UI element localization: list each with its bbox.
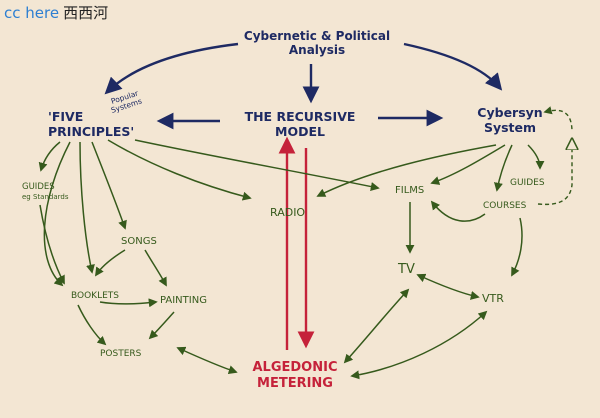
arrow-cybersyn-to-radio — [316, 144, 497, 197]
arrow-principles-to-booklets-2 — [79, 141, 95, 274]
node-vtr: VTR — [482, 292, 504, 305]
node-posters: POSTERS — [100, 349, 142, 359]
arrow-principles-to-guides — [38, 141, 61, 172]
arrow-analysis-to-principles — [104, 42, 239, 95]
arrow-songs-to-painting — [144, 249, 167, 287]
node-booklets: BOOKLETS — [71, 291, 119, 301]
red-arrows — [278, 136, 315, 350]
dashed-feedback-arrow — [537, 140, 572, 206]
node-cybersyn-line1: Cybersyn — [477, 105, 542, 120]
dashed-feedback-top — [543, 106, 573, 133]
arrow-principles-to-booklets — [43, 141, 71, 287]
arrow-courses-to-films — [430, 200, 486, 222]
node-analysis-line2: Analysis — [289, 43, 345, 57]
arrow-posters-metering — [176, 346, 238, 374]
arrow-cybersyn-to-guides — [527, 144, 545, 170]
node-analysis-line1: Cybernetic & Political — [244, 29, 390, 43]
arrow-tv-metering — [343, 288, 410, 364]
arrow-booklets-to-posters — [77, 304, 107, 346]
watermark-prefix: cc here — [4, 4, 60, 22]
node-principles-line1: 'FIVE — [48, 109, 83, 124]
arrow-painting-to-posters — [148, 311, 175, 340]
node-courses: COURSES — [483, 201, 527, 211]
node-guides-left-line1: GUIDES — [22, 182, 55, 192]
arrow-booklets-to-painting — [99, 298, 158, 308]
arrow-principles-to-films — [134, 139, 380, 191]
node-tv: TV — [397, 262, 415, 277]
arrow-analysis-to-cybersyn — [403, 42, 503, 91]
node-guides-right: GUIDES — [510, 178, 545, 188]
node-radio: RADIO — [270, 206, 305, 219]
arrow-principles-to-songs — [91, 141, 127, 230]
arrow-courses-to-vtr — [511, 217, 523, 277]
node-films: FILMS — [395, 185, 424, 196]
node-algedonic-line1: ALGEDONIC — [253, 360, 338, 375]
node-model-line2: MODEL — [275, 124, 325, 139]
arrow-guides-to-booklets — [39, 204, 65, 285]
node-painting: PAINTING — [160, 295, 207, 306]
arrow-songs-to-booklets — [95, 249, 126, 277]
node-principles-line2: PRINCIPLES' — [48, 124, 134, 139]
node-guides-left-line2: eg Standards — [22, 193, 69, 201]
arrow-cybersyn-to-courses — [494, 144, 513, 192]
node-songs: SONGS — [121, 236, 157, 247]
arrow-cybersyn-to-films — [430, 144, 506, 185]
navy-arrows — [104, 42, 503, 130]
arrow-vtr-metering — [350, 310, 488, 380]
node-cybersyn-line2: System — [484, 120, 536, 135]
node-algedonic-line2: METERING — [257, 376, 333, 391]
watermark-suffix: 西西河 — [63, 4, 109, 22]
node-model-line1: THE RECURSIVE — [245, 109, 356, 124]
arrow-principles-to-radio — [107, 139, 252, 201]
arrow-tv-vtr — [416, 273, 480, 300]
green-arrows — [38, 139, 545, 380]
